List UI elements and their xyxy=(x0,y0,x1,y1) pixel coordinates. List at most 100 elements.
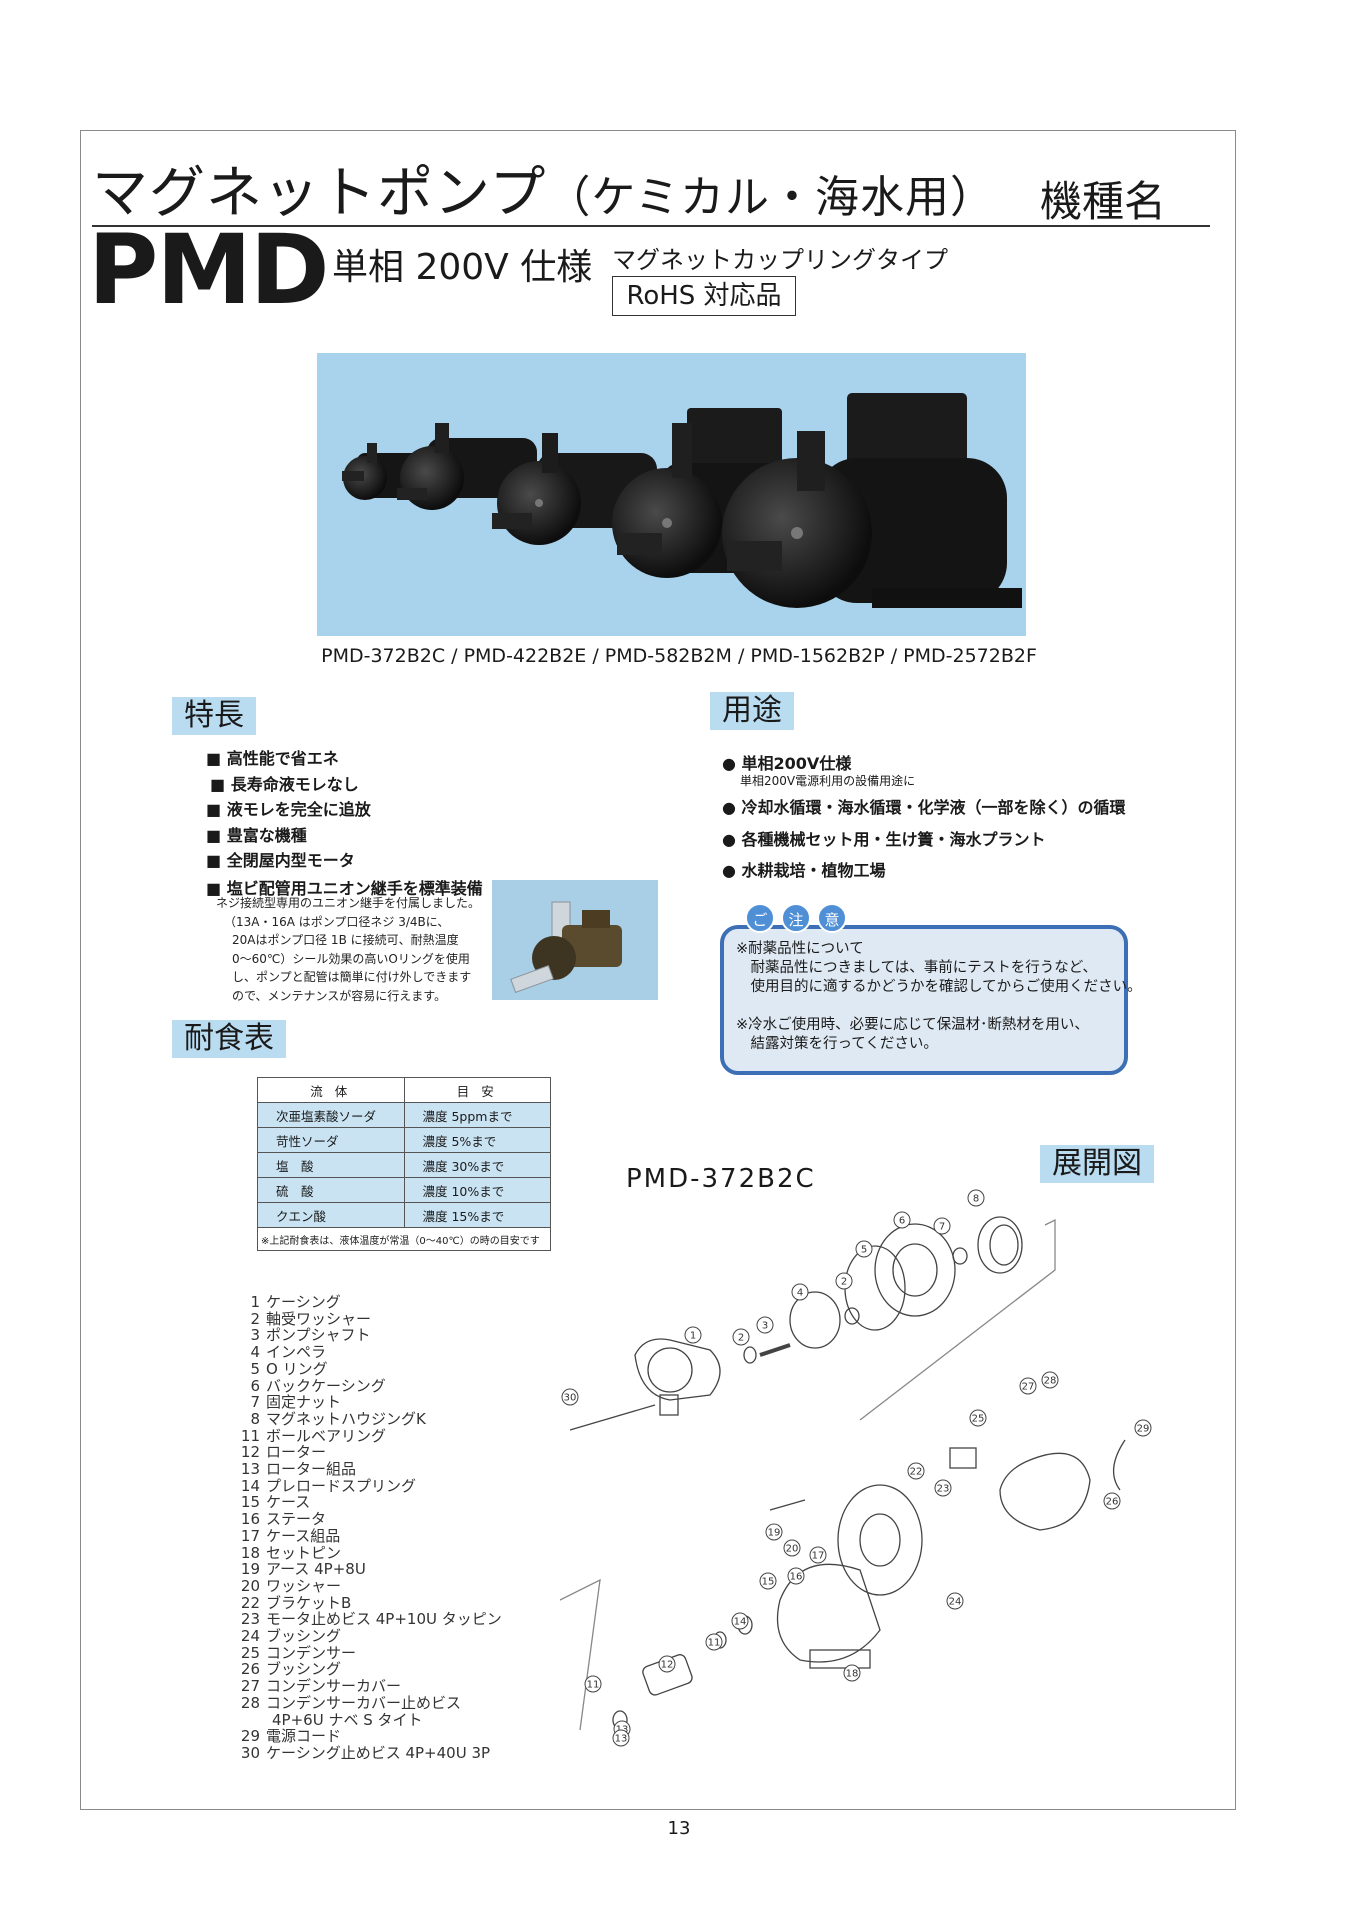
o-ring xyxy=(844,1245,906,1331)
callout-number: 27 xyxy=(1022,1382,1035,1393)
callout-number: 20 xyxy=(786,1544,799,1555)
casing-part xyxy=(634,1338,721,1401)
corrosion-heading: 耐食表 xyxy=(172,1020,286,1058)
callout-number: 22 xyxy=(910,1467,923,1478)
series-name: PMD xyxy=(88,214,330,326)
title-divider xyxy=(92,225,1210,227)
callout-number: 2 xyxy=(738,1333,744,1344)
callout-number: 7 xyxy=(939,1222,945,1233)
diagram-model: PMD-372B2C xyxy=(626,1164,816,1194)
callout-circle xyxy=(946,1592,964,1610)
callout-number: 17 xyxy=(812,1551,825,1562)
callout-number: 28 xyxy=(1044,1376,1057,1387)
callout-number: 2 xyxy=(841,1277,847,1288)
callout-number: 19 xyxy=(768,1528,781,1539)
earth-screw xyxy=(769,1499,806,1511)
callout-circle xyxy=(855,1240,873,1258)
col-guide: 目 安 xyxy=(403,1077,551,1103)
table-row: 硫 酸濃度 10%まで xyxy=(257,1177,551,1203)
callout-circle xyxy=(612,1729,630,1747)
condenser xyxy=(949,1447,977,1469)
casing-port xyxy=(647,1347,693,1393)
table-row: 次亜塩素酸ソーダ濃度 5ppmまで xyxy=(257,1102,551,1128)
use-item: ● 単相200V仕様 xyxy=(722,754,852,773)
callout-number: 16 xyxy=(790,1572,803,1583)
use-item: ● 各種機械セット用・生け簀・海水プラント xyxy=(722,830,1046,849)
callout-number: 8 xyxy=(973,1194,979,1205)
callout-circle xyxy=(705,1633,723,1651)
washer-part-2 xyxy=(844,1307,860,1325)
feature-item: ■ 液モレを完全に追放 xyxy=(206,800,371,819)
use-note: 単相200V電源利用の設備用途に xyxy=(740,774,916,788)
pump-shaft xyxy=(759,1343,791,1357)
table-row: 塩 酸濃度 30%まで xyxy=(257,1152,551,1178)
uses-heading: 用途 xyxy=(710,692,794,730)
callout-circle xyxy=(732,1328,750,1346)
callout-number: 15 xyxy=(762,1577,775,1588)
back-casing xyxy=(874,1223,956,1317)
callout-circle xyxy=(934,1479,952,1497)
callout-circle xyxy=(843,1664,861,1682)
page-title: マグネットポンプ（ケミカル・海水用） xyxy=(92,161,996,226)
table-row: 苛性ソーダ濃度 5%まで xyxy=(257,1127,551,1153)
callout-circle xyxy=(835,1272,853,1290)
model-label: 機種名 xyxy=(1040,177,1167,226)
callout-number: 30 xyxy=(564,1393,577,1404)
parts-list-item: 4P+6U ナベ S タイト xyxy=(272,1710,423,1729)
feature-note: ネジ接続型専用のユニオン継手を付属しました。 （13A・16A はポンプ口径ネジ… xyxy=(216,896,481,1003)
use-item: ● 水耕栽培・植物工場 xyxy=(722,861,886,880)
callout-circle xyxy=(1041,1371,1059,1389)
callout-circle xyxy=(787,1567,805,1585)
features-list: ■ 高性能で省エネ ■ 長寿命液モレなし ■ 液モレを完全に追放 ■ 豊富な機種… xyxy=(206,746,483,901)
callout-number: 11 xyxy=(587,1680,600,1691)
feature-item: ■ 豊富な機種 xyxy=(206,825,307,845)
callout-number: 5 xyxy=(861,1245,867,1256)
callout-number: 26 xyxy=(1106,1497,1119,1508)
callout-circle xyxy=(967,1189,985,1207)
callout-number: 3 xyxy=(762,1321,768,1332)
callout-circle xyxy=(907,1462,925,1480)
callout-number: 24 xyxy=(949,1597,962,1608)
callout-circle xyxy=(1134,1419,1152,1437)
callout-circle xyxy=(933,1217,951,1235)
page-number: 13 xyxy=(667,1818,691,1839)
pump-with-fitting-illustration xyxy=(510,901,622,994)
callout-circle xyxy=(1019,1377,1037,1395)
diagram-heading: 展開図 xyxy=(1040,1145,1154,1183)
callout-number: 29 xyxy=(1137,1424,1150,1435)
caution-bubble: 意 xyxy=(817,903,847,933)
callout-circle xyxy=(783,1539,801,1557)
caution-bubble: ご xyxy=(745,903,775,933)
use-item: ● 冷却水循環・海水循環・化学液（一部を除く）の循環 xyxy=(722,798,1126,817)
callout-number: 12 xyxy=(661,1660,674,1671)
stator-case xyxy=(776,1563,881,1663)
coupling-type: マグネットカップリングタイプ xyxy=(612,246,948,274)
magnet-housing xyxy=(977,1216,1023,1274)
product-photo xyxy=(317,353,1026,636)
callout-number: 13 xyxy=(615,1734,628,1745)
callout-circle xyxy=(756,1316,774,1334)
feature-item: ■ 塩ビ配管用ユニオン継手を標準装備 xyxy=(206,878,483,898)
power-cord xyxy=(1113,1439,1126,1491)
case-foot xyxy=(809,1649,871,1669)
callout-number: 18 xyxy=(846,1669,859,1680)
callout-circle xyxy=(759,1572,777,1590)
